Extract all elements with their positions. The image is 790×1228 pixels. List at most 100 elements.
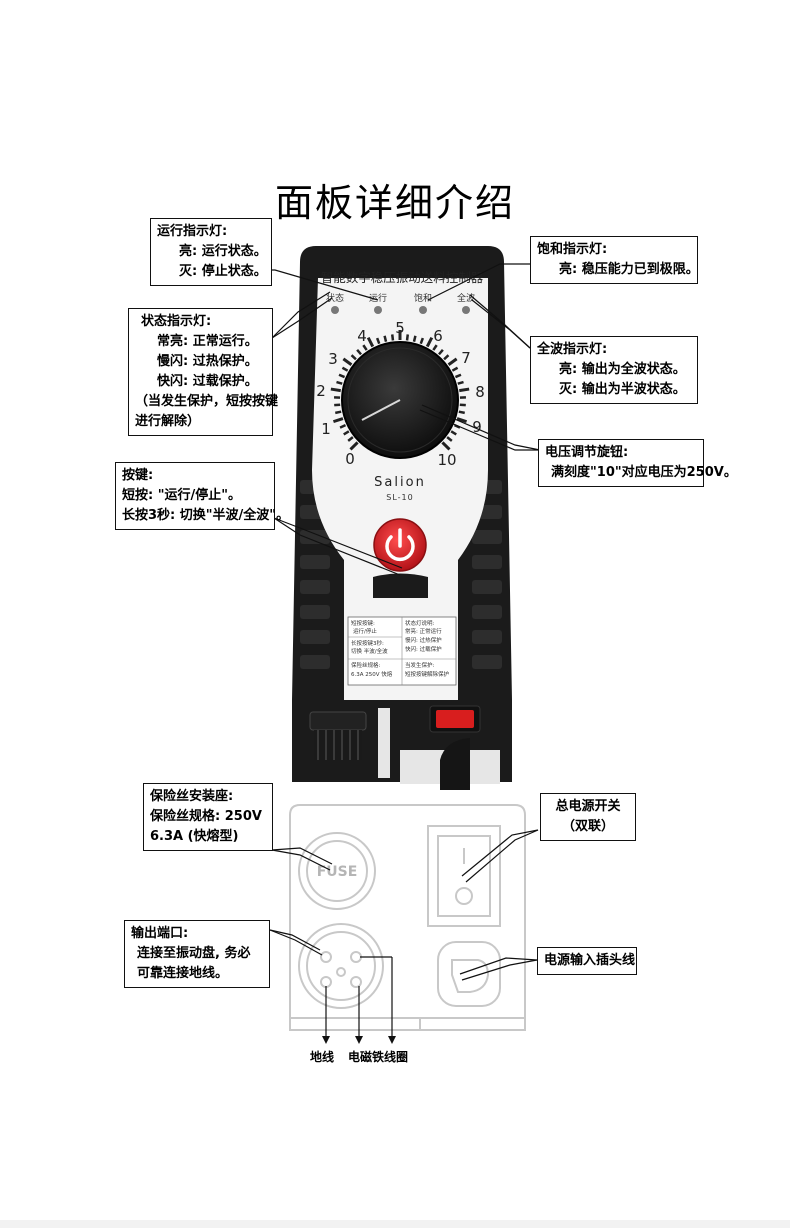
voltage-knob[interactable]: [341, 341, 459, 459]
fuse-holder-callout: 保险丝安装座: 保险丝规格: 250V 6.3A (快熔型): [143, 783, 273, 851]
dial-tick: [391, 334, 395, 341]
dial-tick: [336, 380, 343, 385]
dial-tick: [412, 335, 417, 342]
callout-note: （当发生保护，短按按键: [135, 394, 279, 409]
dial-tick: [438, 349, 444, 356]
label-cell-text: 快闪: 过载保护: [405, 645, 442, 653]
dial-tick: [366, 336, 375, 348]
dial-tick: [451, 366, 459, 372]
dial-tick: [356, 349, 362, 356]
dial-tick: [339, 423, 347, 429]
dial-tick: [450, 430, 457, 436]
callout-line: 常亮: 正常运行。: [157, 334, 258, 349]
dial-number-10: 10: [437, 451, 456, 469]
fullwave-light-callout: 全波指示灯: 亮: 输出为全波状态。 灭: 输出为半波状态。: [530, 336, 698, 404]
dial-tick: [350, 354, 357, 361]
device-bottom: [292, 700, 512, 790]
dial-tick: [335, 410, 342, 415]
knob-pointer: [361, 399, 401, 421]
dial-tick: [383, 335, 388, 342]
coil-pin-label: 电磁铁线圈: [348, 1050, 409, 1064]
page-title: 面板详细介绍: [274, 181, 515, 225]
dial-numbers: 0 1 2 3 4 5 6 7 8 9 10: [316, 319, 485, 469]
label-cell-text: 常亮: 正常运行: [405, 627, 442, 635]
pin-arrowheads: [322, 1036, 396, 1044]
device-header-text: 智能数字稳压振动送料控制器: [321, 270, 484, 285]
ground-pin-label: 地线: [310, 1050, 335, 1064]
dial-tick: [341, 366, 349, 372]
dial-number-9: 9: [472, 418, 482, 436]
callout-line: 慢闪: 过热保护。: [157, 354, 258, 369]
dial-tick: [419, 337, 425, 345]
callout-title: 电压调节旋钮:: [545, 445, 629, 460]
dial-tick: [458, 410, 465, 415]
callout-title: 总电源开关: [555, 799, 621, 814]
dial-tick: [332, 417, 344, 424]
button-guard: [373, 573, 428, 598]
callout-title: 按键:: [122, 468, 154, 483]
dial-tick: [425, 336, 434, 348]
dial-tick: [459, 387, 470, 393]
indicator-label-saturation: 饱和: [414, 292, 432, 304]
run-stop-button[interactable]: [373, 518, 427, 572]
label-cell-text: 长按按键3秒:: [351, 639, 384, 647]
callout-line: 短按: "运行/停止"。: [122, 488, 242, 503]
brand-logo: Salion: [374, 475, 426, 490]
power-switch-callout: 总电源开关 （双联）: [540, 793, 636, 841]
callout-title: 保险丝安装座:: [150, 789, 234, 804]
callout-line: 满刻度"10"对应电压为250V。: [551, 465, 737, 480]
callout-line: 6.3A (快熔型): [150, 829, 239, 844]
label-cell-text: 状态灯说明:: [405, 619, 435, 627]
dial-number-4: 4: [357, 327, 367, 345]
dial-tick: [456, 417, 468, 424]
label-cell-text: 切换 半波/全波: [351, 647, 388, 655]
callout-title: 电源输入插头线: [544, 953, 636, 968]
callout-title: 状态指示灯:: [141, 314, 212, 329]
saturation-light-callout: 饱和指示灯: 亮: 稳压能力已到极限。: [530, 236, 699, 284]
callout-line: 长按3秒: 切换"半波/全波"。: [122, 508, 290, 523]
run-led: [374, 306, 382, 314]
callout-line: 快闪: 过载保护。: [157, 374, 258, 389]
dial-number-2: 2: [316, 382, 326, 400]
dial-tick: [342, 357, 353, 366]
bottom-strip: [0, 1220, 790, 1228]
dial-number-0: 0: [345, 450, 355, 468]
saturation-led: [419, 306, 427, 314]
dial-number-7: 7: [461, 349, 471, 367]
dial-number-1: 1: [321, 420, 331, 438]
callout-line: 可靠连接地线。: [137, 966, 229, 981]
button-callout: 按键: 短按: "运行/停止"。 长按3秒: 切换"半波/全波"。: [115, 462, 290, 530]
callout-line: 保险丝规格: 250V: [150, 809, 262, 824]
dial-tick: [446, 436, 453, 442]
dial-tick: [405, 334, 409, 341]
dial-tick: [441, 441, 451, 451]
dial-number-8: 8: [475, 383, 485, 401]
dial-tick: [347, 436, 354, 442]
run-light-callout: 运行指示灯: 亮: 运行状态。 灭: 停止状态。: [150, 218, 272, 286]
callout-line: （双联）: [561, 819, 614, 834]
dial-tick: [349, 441, 359, 451]
status-led: [331, 306, 339, 314]
callout-title: 输出端口:: [131, 926, 189, 941]
status-light-callout: 状态指示灯: 常亮: 正常运行。 慢闪: 过热保护。 快闪: 过载保护。 （当发…: [128, 308, 279, 436]
dial-tick: [443, 354, 450, 361]
label-cell-text: 运行/停止: [353, 627, 377, 635]
callout-line: 亮: 运行状态。: [179, 244, 267, 259]
indicator-label-status: 状态: [326, 292, 344, 304]
dial-tick: [457, 380, 464, 385]
label-cell-text: 慢闪: 过热保护: [405, 636, 442, 644]
indicator-label-run: 运行: [369, 292, 387, 304]
dial-tick: [447, 357, 458, 366]
label-cell-text: 6.3A 250V 快熔: [351, 670, 393, 678]
rocker-switch-light: [436, 710, 474, 728]
dial-tick: [432, 344, 438, 351]
label-cell-text: 短按按键:: [351, 619, 375, 627]
bottom-view-drawing: [289, 804, 526, 1031]
dial-tick: [454, 373, 462, 379]
voltage-knob-callout: 电压调节旋钮: 满刻度"10"对应电压为250V。: [538, 439, 737, 487]
indicator-label-fullwave: 全波: [457, 292, 475, 304]
callout-title: 饱和指示灯:: [537, 242, 608, 257]
label-cell-text: 当发生保护:: [405, 661, 435, 669]
label-cell-text: 保险丝规格:: [351, 661, 381, 669]
